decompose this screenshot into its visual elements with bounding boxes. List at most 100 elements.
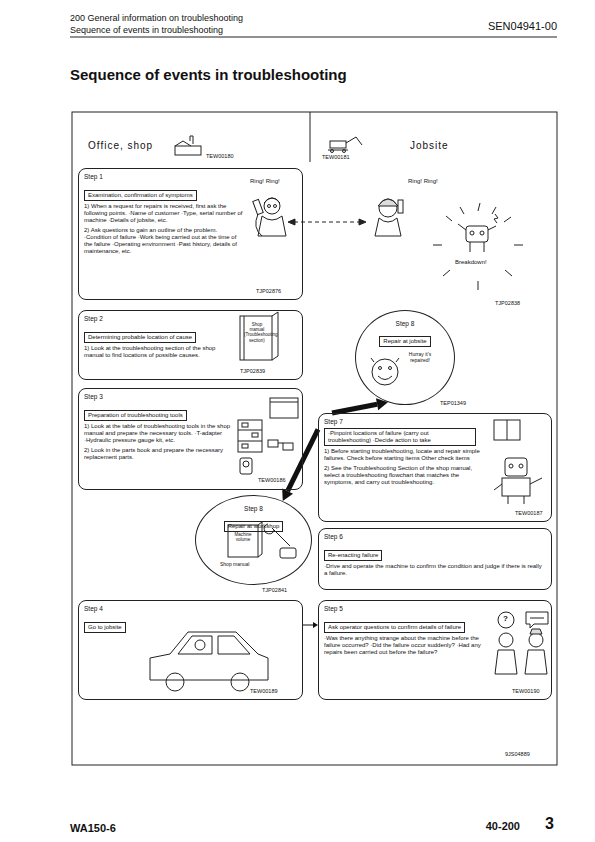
figure-code: TEW00190: [512, 688, 540, 694]
office-icon: [175, 136, 193, 146]
car: [150, 632, 268, 680]
figure-code: TEW00181: [322, 154, 350, 160]
operator-and-mechanic: [530, 618, 544, 619]
tool-cabinet: [242, 444, 248, 448]
flow-arrow: [282, 429, 318, 501]
step-title: Determining probable location of cause: [84, 332, 196, 343]
car: [231, 673, 249, 691]
step-box: Step 1Examination, confirmation of sympt…: [78, 168, 303, 300]
step-body: 1) Look at the troubleshooting section o…: [84, 345, 234, 359]
tool-cabinet: [238, 420, 262, 452]
jobsite-person-phone: [379, 199, 397, 217]
title-row: Go to jobsite: [84, 615, 297, 635]
tool-cabinet: [238, 420, 262, 452]
t-adapter: [240, 440, 293, 474]
title-row: Repair at workshop: [201, 514, 306, 534]
step-title: Re-enacting failure: [324, 550, 382, 561]
arrow-head: [376, 398, 388, 410]
step-circle: Step 8Repair at jobsite: [355, 310, 455, 405]
broken-machine: [466, 226, 488, 242]
book-icon: [240, 312, 278, 360]
excavator-icon: [328, 137, 362, 150]
office-icon: [175, 136, 201, 155]
office-icon: [175, 146, 201, 155]
manual-book: [270, 402, 298, 403]
step-box: Step 4Go to jobsite: [78, 600, 303, 700]
step-number: Step 3: [84, 393, 234, 401]
book-title: Shop manual: [220, 562, 249, 568]
broken-machine: [480, 231, 484, 235]
page-title: Sequence of events in troubleshooting: [70, 66, 347, 83]
title-row: Determining probable location of cause: [84, 325, 297, 345]
wrench: [280, 548, 296, 558]
repair-face: [371, 358, 399, 385]
repair-face: [379, 367, 382, 370]
workshop-book: [228, 525, 258, 557]
step-circle: Step 8Repair at workshop: [195, 495, 312, 585]
speech-mark: ?: [503, 614, 508, 623]
step-title: Repair at jobsite: [379, 336, 430, 347]
phone-link-arrow: [288, 219, 295, 225]
figure-code: TJP02839: [240, 368, 265, 374]
broken-machine: [494, 214, 498, 223]
tool-cabinet: [252, 433, 258, 437]
speech-text: Hurray it's repaired!: [402, 352, 438, 364]
phone-link-arrow: [294, 222, 360, 223]
arrow-head: [282, 488, 293, 501]
operator-and-mechanic: [526, 612, 548, 628]
breakdown-burst: [433, 203, 523, 290]
step-box: Step 6Re-enacting failure·Drive and oper…: [318, 528, 552, 590]
step7-robot: [509, 464, 513, 468]
operator-and-mechanic: [525, 650, 547, 674]
step7-book: [494, 420, 520, 440]
figure-code: TJP02876: [256, 288, 281, 294]
step-body: 1) When a request for repairs is receive…: [84, 203, 244, 225]
repair-face: [371, 358, 399, 362]
car: [150, 632, 268, 691]
page-section: 40-200: [486, 820, 520, 833]
jobsite-person-phone: [375, 218, 401, 236]
step-number: Step 2: [84, 315, 234, 323]
step7-robot: [494, 478, 542, 504]
tool-cabinet: [238, 430, 262, 441]
office-person-phone: [264, 198, 280, 214]
step7-robot: [494, 458, 542, 504]
manual-book: [270, 398, 298, 418]
operator-and-mechanic: [529, 633, 543, 647]
operator-and-mechanic: [498, 612, 514, 628]
step-box: Step 3 Preparation of troubleshooting too…: [78, 388, 303, 490]
jobsite-person-phone: [375, 199, 403, 236]
step-box: Step 7·Pinpoint locations of failure (ca…: [318, 413, 552, 522]
outer-frame: [72, 112, 557, 765]
breakdown-burst: [433, 203, 523, 290]
sound-effect: Ring! Ring!: [408, 178, 438, 185]
step7-book: [507, 420, 508, 440]
model-name: WA150-6: [70, 822, 116, 835]
column-heading: Office, shop: [88, 140, 153, 152]
step-title: Preparation of troubleshooting tools: [84, 410, 187, 421]
operator-and-mechanic: [499, 633, 513, 647]
step-title: ·Pinpoint locations of failure (carry ou…: [324, 428, 476, 446]
connector-line: [332, 404, 377, 413]
figure-code: TEP01349: [440, 400, 466, 406]
step-title: Ask operator questions to confirm detail…: [324, 622, 465, 633]
header-section: 200 General information on troubleshooti…: [70, 13, 243, 23]
repair-face: [372, 359, 398, 385]
wrench: [264, 524, 296, 558]
repair-face: [378, 376, 392, 380]
title-row: Examination, confirmation of symptoms: [84, 183, 297, 203]
exclamation: Breakdown!: [455, 259, 487, 266]
step7-book: [494, 420, 520, 440]
excavator-icon: [331, 150, 334, 153]
phone-link-arrow: [359, 219, 366, 225]
step-body: 1) Before starting troubleshooting, loca…: [324, 448, 484, 462]
step-body: ·Drive and operate the machine to confir…: [324, 563, 546, 577]
step-title: Go to jobsite: [84, 622, 126, 633]
broken-machine: [470, 231, 474, 235]
step-box: Step 5Ask operator questions to confirm …: [318, 600, 552, 700]
excavator-icon: [343, 150, 346, 153]
title-row: Ask operator questions to confirm detail…: [324, 615, 546, 635]
t-adapter: [268, 440, 278, 447]
phone-link-arrow: [288, 219, 366, 225]
